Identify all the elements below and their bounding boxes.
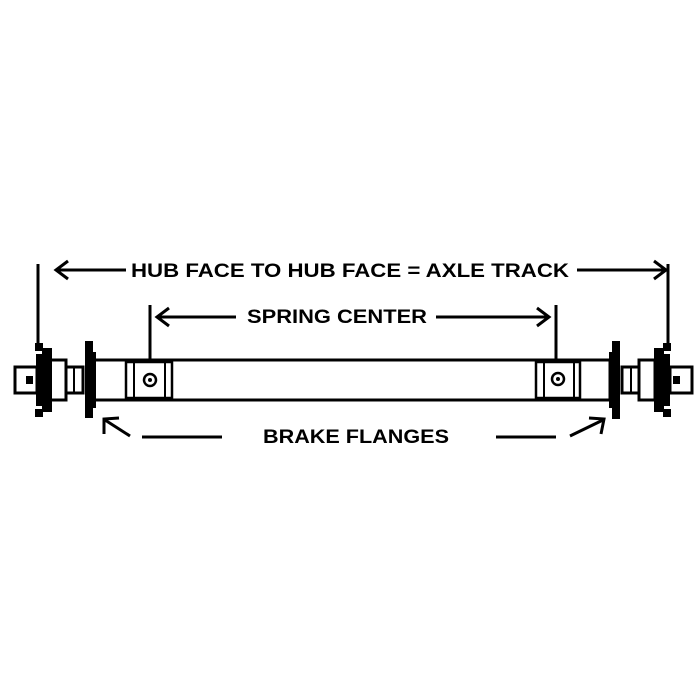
axle-assembly	[13, 341, 694, 419]
spring-center-label: SPRING CENTER	[247, 307, 427, 328]
axle-track-label: HUB FACE TO HUB FACE = AXLE TRACK	[131, 261, 569, 282]
brake-flange-left	[85, 341, 96, 418]
brake-flanges-arrow-right	[569, 418, 604, 438]
axle-track-arrowhead-left	[53, 259, 69, 281]
brake-flanges-arrowhead-left-icon	[102, 416, 120, 434]
axle-track-dimension: HUB FACE TO HUB FACE = AXLE TRACK	[36, 259, 670, 345]
brake-flanges-arrowhead-right-icon	[588, 416, 606, 435]
brake-flanges-label: BRAKE FLANGES	[263, 427, 449, 448]
brake-flanges-arrow-left	[104, 418, 131, 438]
spring-seat-left	[124, 360, 174, 400]
axle-track-arrowhead-right	[653, 259, 669, 281]
brake-flanges-callout: BRAKE FLANGES	[102, 416, 606, 448]
spring-center-arrowhead-left	[154, 306, 170, 328]
hub-right	[620, 343, 694, 417]
brake-flange-right	[609, 341, 620, 419]
center-bolt-right-icon	[550, 371, 566, 387]
hub-left	[13, 343, 85, 417]
spring-center-dimension: SPRING CENTER	[148, 305, 558, 360]
spring-seat-right	[534, 360, 582, 400]
center-bolt-left-icon	[142, 372, 158, 388]
spring-center-arrowhead-right	[536, 306, 552, 328]
